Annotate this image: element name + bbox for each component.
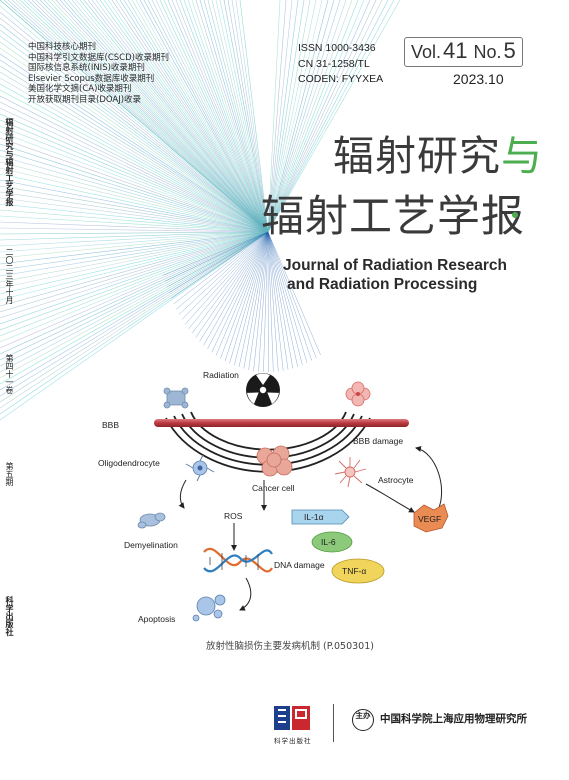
demyelination-icon xyxy=(137,512,166,529)
label-bbb: BBB xyxy=(102,420,119,430)
label-apoptosis: Apoptosis xyxy=(138,614,175,624)
label-il6: IL-6 xyxy=(321,537,336,547)
issn: ISSN 1000-3436 xyxy=(298,42,376,54)
indexing-item: 中国科技核心期刊 xyxy=(28,42,97,52)
label-radiation: Radiation xyxy=(203,370,239,380)
sponsor-name: 中国科学院上海应用物理研究所 xyxy=(380,713,527,725)
arrow-dna-to-apoptosis xyxy=(239,577,252,611)
vegf-tag xyxy=(413,503,449,533)
footer-divider xyxy=(333,704,334,742)
dna-helix-icon xyxy=(203,548,273,573)
indexing-list: 中国科技核心期刊 中国科学引文数据库(CSCD)收录期刊 国际核信息系统(INI… xyxy=(28,42,258,105)
title-en-line1: Journal of Radiation Research xyxy=(283,257,507,274)
publisher-logo-icon xyxy=(272,704,312,732)
title-cn-line2: 辐射工艺学报 xyxy=(261,192,525,242)
sponsor-badge: 主办 xyxy=(352,709,374,731)
publisher-name: 科学出版社 xyxy=(274,737,312,745)
label-tnfa: TNF-α xyxy=(342,566,366,576)
label-dna-damage: DNA damage xyxy=(274,560,325,570)
label-cancer-cell: Cancer cell xyxy=(252,483,295,493)
indexing-item: Elsevier Scopus数据库收录期刊 xyxy=(28,73,155,84)
astrocyte-icon xyxy=(334,457,367,488)
issue-date: 2023.10 xyxy=(453,71,504,87)
vol-number: 41 xyxy=(443,38,468,63)
spine-title: 辐射研究与辐射工艺学报 xyxy=(5,118,14,206)
cancer-cell-icon xyxy=(256,445,293,477)
cn-number: CN 31-1258/TL xyxy=(298,57,370,70)
il6-tag xyxy=(311,531,353,553)
spine-publisher: 科学出版社 xyxy=(5,596,14,636)
neuron-cell-icon xyxy=(163,387,189,409)
arrow-astrocyte-to-vegf xyxy=(365,483,415,513)
label-ros: ROS xyxy=(224,511,243,521)
arrow-to-demyelination xyxy=(178,479,187,509)
vol-label: Vol. xyxy=(411,42,442,62)
mechanism-diagram: Radiation BBB BBB damage Oligodendrocyte xyxy=(98,370,449,624)
indexing-item: 国际核信息系统(INIS)收录期刊 xyxy=(28,63,145,73)
indexing-item: 开放获取期刊目录(DOAJ)收录 xyxy=(28,94,142,105)
indexing-item: 中国科学引文数据库(CSCD)收录期刊 xyxy=(28,52,169,63)
label-astrocyte: Astrocyte xyxy=(378,475,414,485)
no-label: No. xyxy=(473,42,502,62)
spine-volume: 第四十一卷 xyxy=(5,354,14,394)
green-dot-decoration xyxy=(512,212,518,218)
label-bbb-damage: BBB damage xyxy=(353,436,403,446)
apoptosis-cell-icon xyxy=(192,594,226,622)
volume-issue-box: Vol. 41 No. 5 xyxy=(404,37,523,67)
arrow-vegf-to-bbb xyxy=(415,446,442,511)
no-number: 5 xyxy=(503,38,516,63)
tnfa-tag xyxy=(331,558,385,584)
il1a-tag xyxy=(291,509,350,525)
coden: CODEN: FYYXEA xyxy=(298,73,384,85)
title-en-line2: and Radiation Processing xyxy=(287,276,478,293)
figure-caption: 放射性脑损伤主要发病机制 (P.050301) xyxy=(206,641,374,652)
bbb-barrier-bar xyxy=(154,419,409,427)
spine-issue: 第五期 xyxy=(5,462,14,486)
title-cn-part1: 辐射研究 xyxy=(333,132,501,180)
spine-date: 二〇二三年十月 xyxy=(5,248,14,304)
label-il1a: IL-1α xyxy=(304,512,324,522)
title-cn-line1: 辐射研究与 xyxy=(333,134,543,178)
title-en: Journal of Radiation Research and Radiat… xyxy=(283,256,507,294)
label-demyelination: Demyelination xyxy=(124,540,178,550)
title-cn-connector: 与 xyxy=(501,132,543,180)
label-oligodendrocyte: Oligodendrocyte xyxy=(98,458,160,468)
oligodendrocyte-icon xyxy=(185,454,215,482)
identifier-block: ISSN 1000-3436 CN 31-1258/TL CODEN: FYYX… xyxy=(298,41,383,88)
indexing-item: 美国化学文摘(CA)收录期刊 xyxy=(28,84,132,94)
red-cell-cluster-icon xyxy=(345,381,371,407)
label-vegf: VEGF xyxy=(418,514,441,524)
radiation-symbol-icon xyxy=(246,373,280,407)
